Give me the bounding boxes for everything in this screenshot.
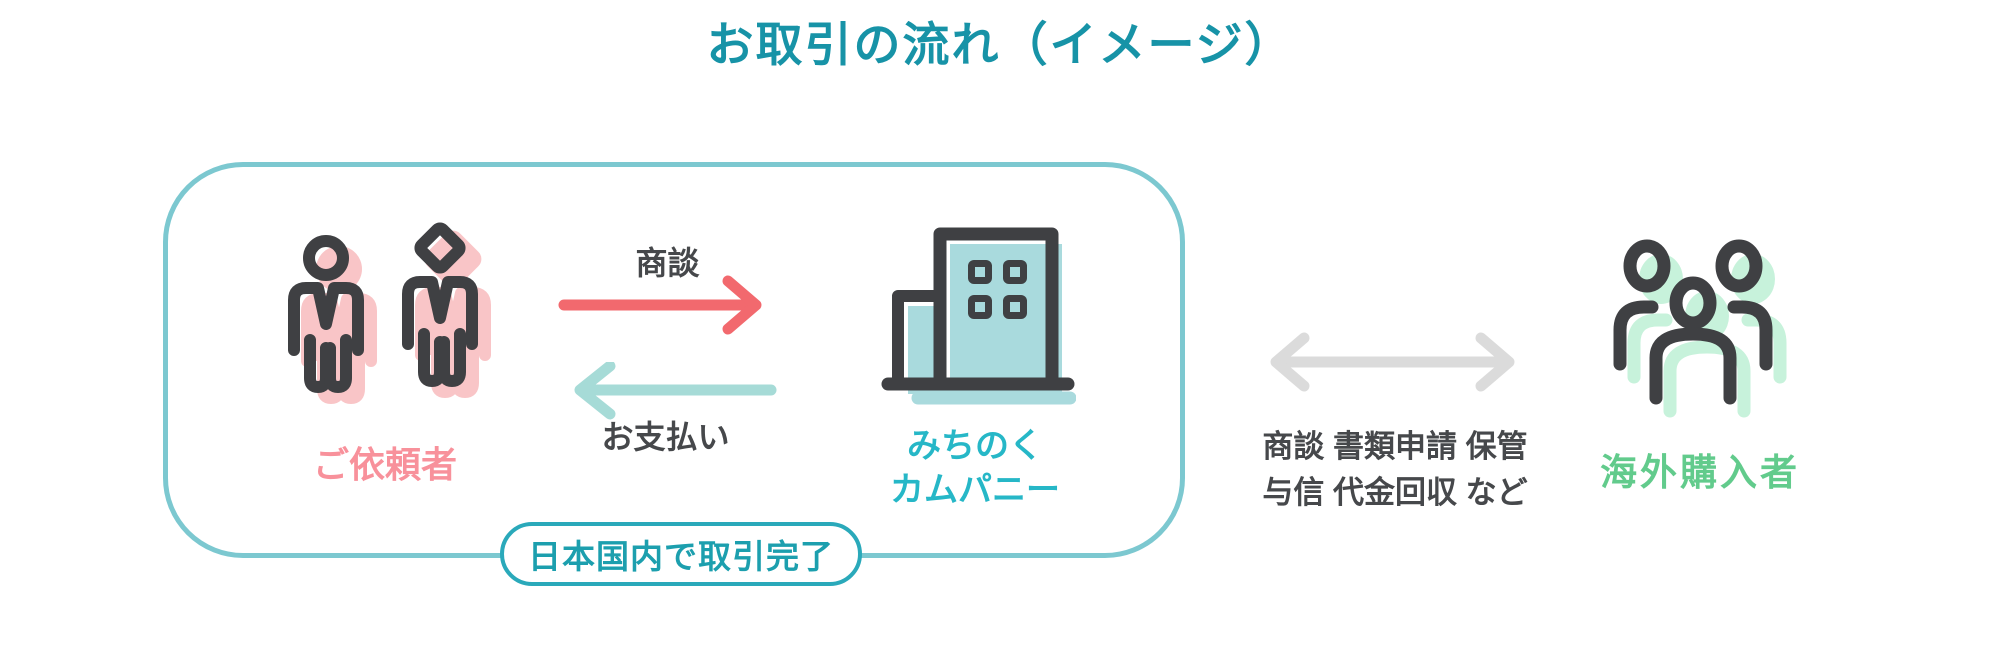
payment-arrow-icon [574,362,777,420]
services-list: 商談 書類申請 保管 与信 代金回収 など [1242,424,1548,516]
company-building-icon [881,227,1076,405]
company-label: みちのく カムパニー [858,424,1092,512]
page-title: お取引の流れ（イメージ） [706,18,1294,71]
payment-label: お支払い [601,419,730,455]
negotiation-arrow-icon [558,275,762,335]
overseas-buyers-icon [1613,239,1787,418]
services-line2: 与信 代金回収 など [1262,475,1528,510]
negotiation-label: 商談 [635,245,700,281]
overseas-buyer-label: 海外購入者 [1600,452,1800,493]
company-label-line1: みちのく [907,427,1043,465]
domestic-badge: 日本国内で取引完了 [500,522,862,586]
client-label: ご依頼者 [312,444,457,485]
bidirectional-arrow-icon [1270,332,1515,392]
services-line1: 商談 書類申請 保管 [1262,429,1528,464]
company-label-line2: カムパニー [890,471,1060,509]
clients-icon [288,222,491,405]
